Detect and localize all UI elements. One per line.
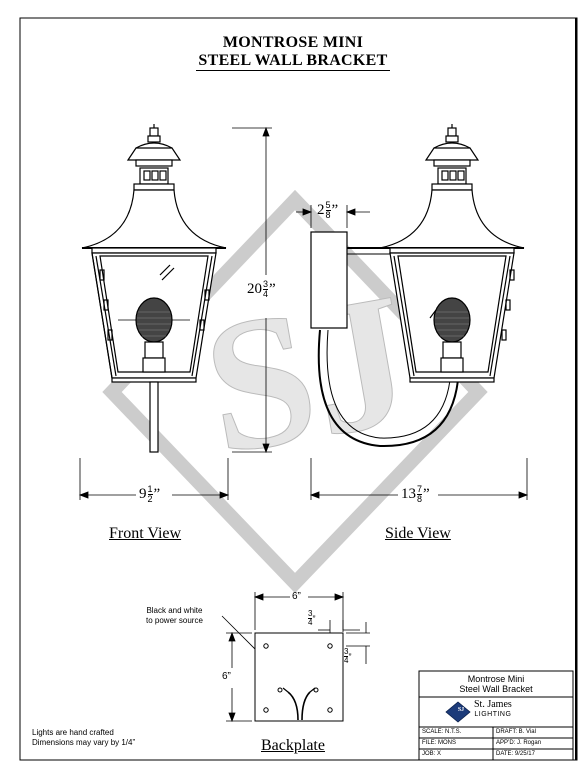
hole-offset-top-den: 4 [308,618,313,627]
bracket-depth-num: 5 [325,200,331,211]
job-label: JOB: [422,751,436,757]
title-block-product: Montrose Mini Steel Wall Bracket [419,674,573,694]
height-unit: ” [269,281,276,297]
draft-field: DRAFT: B. Vial [496,729,536,735]
front-view-label: Front View [109,525,182,542]
date-label: DATE: [496,751,514,757]
front-width-dimension: 9 1 2 ” [139,485,160,504]
wiring-note-line-2: to power source [146,616,203,625]
job-value: X [437,751,442,757]
side-width-dimension: 13 7 8 ” [401,485,430,504]
side-width-den: 8 [417,494,423,504]
hole-offset-top-num: 3 [308,609,313,619]
title-line-2: STEEL WALL BRACKET [196,52,390,71]
scale-field: SCALE: N.T.S. [422,729,461,735]
logo-lettering: SJ [457,707,465,713]
side-width-whole: 13 [401,486,416,502]
backplate-width-dimension: 6” [292,591,301,602]
hole-offset-side-unit: ” [348,651,352,662]
craft-note: Lights are hand crafted Dimensions may v… [32,728,135,748]
bracket-depth-den: 8 [325,210,331,220]
product-line-2: Steel Wall Bracket [459,684,533,694]
appd-value: J. Rogan [517,740,542,746]
height-den: 4 [263,289,269,299]
scale-label: SCALE: [422,729,444,735]
front-width-whole: 9 [139,486,147,502]
side-view-label: Side View [385,525,451,542]
wiring-note-line-1: Black and white [146,606,203,615]
file-field: FILE: MONS [422,740,456,746]
file-value: MONS [438,740,457,746]
draft-value: B. Vial [518,729,536,735]
hole-offset-side-num: 3 [344,647,349,657]
backplate-height-dimension: 6” [222,671,231,682]
svg-text:SJ: SJ [190,254,424,496]
side-view-lantern [310,124,525,448]
product-line-1: Montrose Mini [467,674,525,684]
appd-label: APP’D: [496,740,516,746]
bracket-depth-whole: 2 [317,202,325,218]
dimension-lines [78,126,529,723]
job-field: JOB: X [422,751,441,757]
title-block-company: St. James LIGHTING [474,700,512,720]
file-label: FILE: [422,740,437,746]
height-num: 3 [263,279,269,290]
drawing-title: MONTROSE MINI STEEL WALL BRACKET [143,34,443,71]
date-field: DATE: 9/25/17 [496,751,535,757]
scale-value: N.T.S. [445,729,462,735]
side-width-num: 7 [417,484,423,495]
company-logo [445,701,471,723]
height-whole: 20 [247,281,262,297]
front-width-den: 2 [147,494,153,504]
bracket-depth-dimension: 2 5 8 ” [317,201,338,220]
side-width-unit: ” [423,486,430,502]
front-width-unit: ” [153,486,161,502]
backplate-label: Backplate [261,737,325,754]
title-line-1: MONTROSE MINI [222,34,364,51]
company-line-1: St. James [474,699,512,710]
appd-field: APP’D: J. Rogan [496,740,541,746]
height-dimension: 20 3 4 ” [247,280,276,299]
wiring-note: Black and white to power source [146,606,203,626]
hole-offset-top-dimension: 3 4 ” [308,610,315,627]
bracket-depth-unit: ” [331,202,339,218]
company-line-2: LIGHTING [474,711,512,718]
hole-offset-side-dimension: 3 4 ” [344,648,351,665]
date-value: 9/25/17 [514,751,535,757]
backplate-drawing [254,632,344,722]
front-view-lantern [81,124,227,453]
front-width-num: 1 [147,484,153,495]
watermark-letters: SJ [190,253,425,496]
craft-note-line-2: Dimensions may vary by 1/4” [32,738,136,747]
title-block-frame [418,670,574,761]
hole-offset-top-unit: ” [312,613,316,624]
craft-note-line-1: Lights are hand crafted [32,728,114,737]
hole-offset-side-den: 4 [344,656,349,665]
draft-label: DRAFT: [496,729,517,735]
